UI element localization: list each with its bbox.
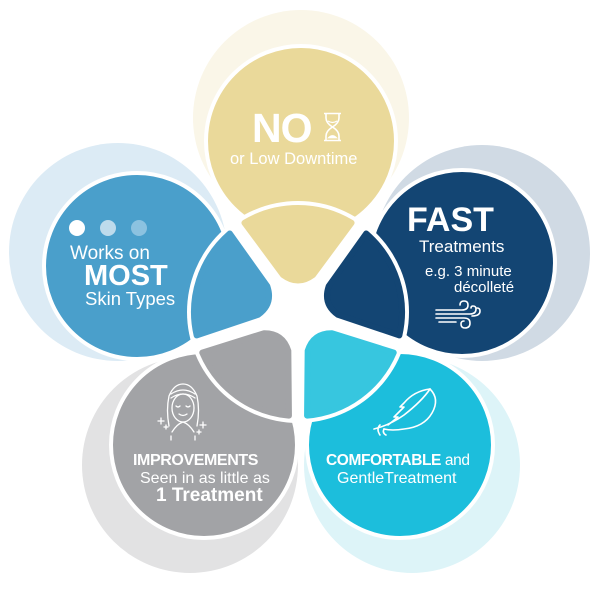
gentle-treatment-text: GentleTreatment [337,470,457,487]
inner-wedge-cyan [304,330,397,419]
dot-white [69,220,85,236]
comfortable-suffix: and [441,452,470,469]
fast-headline: FAST [407,201,494,239]
three-dots-icon [69,220,147,236]
skin-types-text: Skin Types [85,288,176,309]
feather-icon [373,388,437,436]
no-downtime-headline: NO [252,105,312,151]
improvements-headline: IMPROVEMENTS [133,452,258,469]
treatments-text: Treatments [419,237,505,256]
inner-wedge-gold [241,205,355,284]
inner-wedge-navy [324,230,405,339]
seen-in-text: Seen in as little as [140,470,270,487]
comfortable-headline: COMFORTABLE and [326,453,470,469]
comfortable-bold: COMFORTABLE [326,452,441,469]
glowing-face-icon [157,383,207,441]
most-headline: MOST [84,260,168,292]
inner-wedge-blue [191,230,272,339]
hourglass-icon [324,112,341,142]
inner-wedge-gray [199,330,292,419]
wind-icon [435,300,481,329]
decollete-text: décolleté [454,279,515,296]
dot-medium [131,220,147,236]
center-hub [187,201,409,423]
dot-light [100,220,116,236]
works-on-text: Works on [70,243,150,264]
one-treatment-text: 1 Treatment [156,485,263,506]
example-text: e.g. 3 minute [425,263,512,280]
no-downtime-subline: or Low Downtime [230,150,358,168]
